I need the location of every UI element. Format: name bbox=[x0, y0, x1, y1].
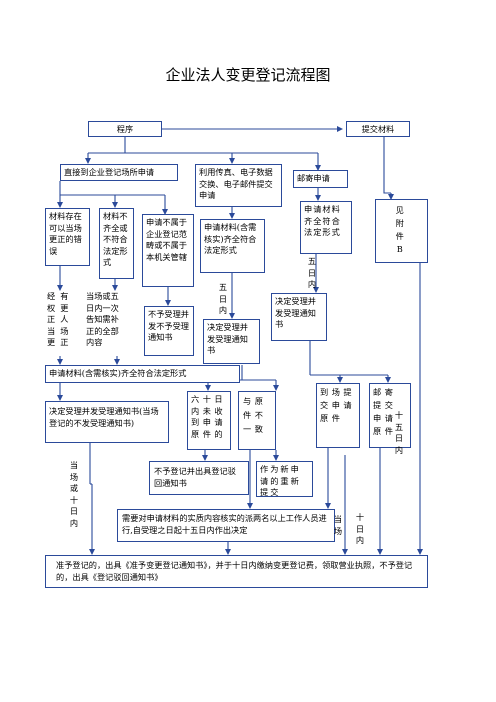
node-correct-on-site: 经有权更正人当场更正 bbox=[47, 291, 74, 347]
node-mail-complete: 申请材料齐全符合法定形式 bbox=[300, 201, 352, 254]
label-onsite-or-ten-days: 当场或十日内 bbox=[69, 460, 79, 528]
node-accept-notice-mail: 决定受理并发受理通知书 bbox=[271, 293, 327, 341]
node-fax-email-apply: 利用传真、电子数据交换、电子邮件提交申请 bbox=[195, 164, 282, 207]
node-submit-materials: 提交材料 bbox=[346, 121, 410, 137]
node-mail-apply: 邮寄申请 bbox=[293, 170, 348, 188]
node-final-decision: 准予登记的，出具《准予变更登记通知书》，并于十日内缴纳变更登记费，领取营业执照，… bbox=[45, 555, 428, 588]
node-procedure: 程序 bbox=[88, 121, 162, 137]
node-verify-assign: 需要对申请材料的实质内容核实的派两名以上工作人员进行,自受理之日起十五日内作出决… bbox=[117, 509, 335, 542]
node-onsite-originals: 到场提交申请原件 bbox=[316, 383, 360, 448]
label-five-days-fax: 五日内 bbox=[218, 282, 228, 315]
node-notify-once: 当场或五日内一次告知需补正的全部内容 bbox=[86, 291, 119, 347]
node-inconsistent: 与原件不一致 bbox=[238, 391, 276, 450]
node-accept-notice-fax: 决定受理并发受理通知书 bbox=[203, 319, 260, 364]
node-accept-notice-direct: 决定受理并发受理通知书(当场登记的不发受理通知书) bbox=[45, 401, 169, 443]
node-complete-verify: 申请材料(含需核实)齐全符合法定形式 bbox=[45, 365, 240, 383]
node-reject-notice: 不予登记并出具登记驳回通知书 bbox=[149, 461, 249, 495]
node-not-in-scope: 申请不属于企业登记范畴或不属于本机关管辖 bbox=[142, 214, 194, 287]
node-direct-apply: 直接到企业登记场所申请 bbox=[60, 164, 178, 181]
label-five-days-mail: 五日内 bbox=[307, 256, 317, 289]
node-not-accepted: 不予受理并发不予受理通知书 bbox=[144, 306, 194, 356]
node-new-apply: 作为新申请的重新提交 bbox=[256, 461, 313, 497]
edge-submit-appendix bbox=[383, 136, 391, 194]
label-ten-days: 十日内 bbox=[355, 512, 365, 545]
node-mail-originals: 邮寄提交申请原件 bbox=[369, 383, 411, 448]
label-fifteen-days: 十五日内 bbox=[394, 410, 404, 455]
node-materials-incomplete: 材料不齐全或不符合法定形式 bbox=[99, 208, 134, 279]
label-onsite: 当场 bbox=[333, 514, 343, 536]
node-fax-complete: 申请材料(含需核实)齐全符合法定形式 bbox=[200, 219, 265, 273]
node-originals-60: 六十日内未收到申请原件的 bbox=[187, 391, 231, 450]
page-title: 企业法人变更登记流程图 bbox=[165, 66, 331, 84]
node-errors-correctable: 材料存在可以当场更正的错误 bbox=[45, 208, 90, 266]
node-appendix-b: 见 附 件 B bbox=[375, 199, 428, 263]
